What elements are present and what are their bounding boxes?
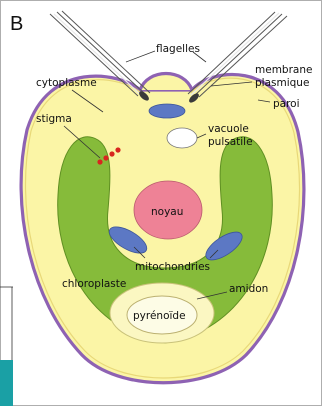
label-chloroplaste: chloroplaste: [62, 278, 126, 290]
label-amidon: amidon: [229, 283, 268, 295]
label-membrane-line1: membrane: [255, 64, 312, 76]
label-pyrenoide: pyrénoïde: [133, 310, 186, 322]
label-stigma: stigma: [36, 113, 72, 125]
label-noyau: noyau: [151, 206, 183, 218]
label-cytoplasme: cytoplasme: [36, 77, 97, 89]
label-membrane-line2: plasmique: [255, 77, 309, 89]
mitochondrion-apical: [149, 104, 185, 118]
leader-flagelles: [126, 51, 155, 62]
label-paroi: paroi: [273, 98, 300, 110]
panel-letter: B: [10, 13, 23, 35]
label-vacuole-line2: pulsatile: [208, 136, 253, 148]
vacuole-pulsatile: [167, 128, 197, 148]
label-mitochondries: mitochondries: [135, 261, 210, 273]
apical-papilla: [140, 74, 192, 91]
label-flagelles: flagelles: [156, 43, 200, 55]
label-vacuole-line1: vacuole: [208, 123, 249, 135]
side-color-block: [0, 360, 13, 406]
